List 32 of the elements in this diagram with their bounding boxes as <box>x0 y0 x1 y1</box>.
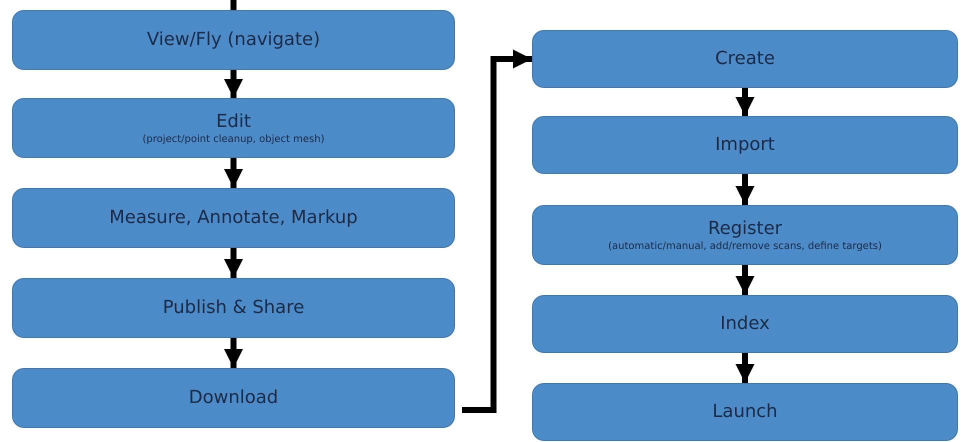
process-box <box>532 116 958 174</box>
connector-line <box>230 0 236 10</box>
step-note: (project/point cleanup, object mesh) <box>142 132 324 146</box>
step-title: Import <box>715 134 775 156</box>
step-note: (automatic/manual, add/remove scans, define targets) <box>608 240 882 252</box>
step-title: Edit <box>216 110 251 132</box>
process-box <box>532 383 958 441</box>
step-title: Download <box>188 387 278 409</box>
process-box <box>532 30 958 88</box>
step-title: View/Fly (navigate) <box>146 29 320 51</box>
arrow <box>224 338 244 368</box>
arrow <box>735 265 755 295</box>
step-title: Publish & Share <box>162 297 304 319</box>
arrow <box>224 248 244 278</box>
arrow <box>735 174 755 205</box>
process-box <box>12 10 455 70</box>
arrow <box>224 158 244 188</box>
step-title: Index <box>720 313 770 335</box>
process-box <box>532 205 958 265</box>
arrow <box>462 49 532 413</box>
process-box <box>532 295 958 353</box>
arrow <box>224 70 244 98</box>
process-box <box>12 188 455 248</box>
step-title: Launch <box>712 401 778 423</box>
step-title: Measure, Annotate, Markup <box>109 207 358 229</box>
arrow <box>735 353 755 383</box>
process-box <box>12 278 455 338</box>
arrow <box>735 88 755 116</box>
process-box <box>12 368 455 428</box>
step-title: Register <box>708 218 782 240</box>
step-title: Create <box>715 48 775 70</box>
process-box <box>12 98 455 158</box>
